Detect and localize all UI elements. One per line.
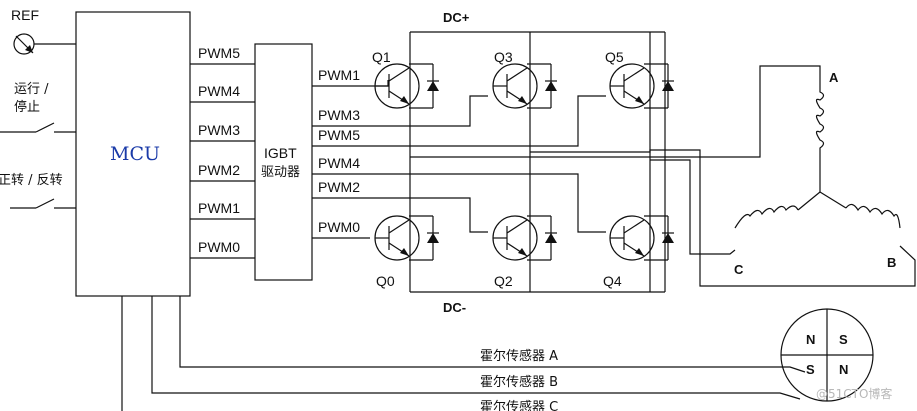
drv-out-pwm5: PWM5 bbox=[318, 127, 360, 143]
dc-positive-label: DC+ bbox=[443, 10, 470, 25]
q2-label: Q2 bbox=[494, 273, 513, 289]
phase-c-label: C bbox=[734, 262, 744, 277]
rotor-pole-1: N bbox=[806, 332, 815, 347]
dc-negative-label: DC- bbox=[443, 300, 466, 315]
mcu-out-pwm0: PWM0 bbox=[198, 239, 240, 255]
run-stop-label-1: 运行 / bbox=[14, 82, 49, 97]
drv-out-pwm0: PWM0 bbox=[318, 219, 360, 235]
direction-label: 正转 / 反转 bbox=[0, 173, 63, 188]
mcu-out-pwm3: PWM3 bbox=[198, 122, 240, 138]
q2-transistor: Q2 bbox=[492, 215, 557, 289]
hall-lines bbox=[121, 296, 806, 411]
driver-output-lines bbox=[312, 80, 606, 239]
mcu-block bbox=[75, 11, 191, 297]
q5-label: Q5 bbox=[605, 49, 624, 65]
q1-transistor: Q1 bbox=[372, 49, 439, 109]
q0-transistor: Q0 bbox=[374, 215, 439, 289]
mcu-out-pwm1: PWM1 bbox=[198, 200, 240, 216]
q3-label: Q3 bbox=[494, 49, 513, 65]
igbt-driver-block bbox=[254, 43, 313, 281]
driver-label-2: 驱动器 bbox=[261, 165, 300, 180]
mcu-pwm-lines bbox=[190, 63, 255, 259]
hall-sensor-c-label: 霍尔传感器 C bbox=[480, 399, 558, 411]
q4-label: Q4 bbox=[603, 273, 622, 289]
q0-label: Q0 bbox=[376, 273, 395, 289]
mcu-out-pwm5: PWM5 bbox=[198, 45, 240, 61]
run-stop-label-2: 停止 bbox=[14, 99, 40, 115]
run-stop-switch bbox=[0, 122, 76, 133]
q3-transistor: Q3 bbox=[492, 49, 557, 109]
drv-out-pwm1: PWM1 bbox=[318, 67, 360, 83]
drv-out-pwm2: PWM2 bbox=[318, 179, 360, 195]
driver-label-1: IGBT bbox=[264, 145, 297, 161]
rotor-pole-2: S bbox=[839, 332, 848, 347]
phase-lines bbox=[410, 65, 916, 287]
mcu-label: MCU bbox=[110, 143, 160, 165]
ref-label: REF bbox=[11, 7, 39, 23]
q4-transistor: Q4 bbox=[603, 215, 674, 289]
rotor bbox=[780, 308, 874, 402]
watermark: @51CTO博客 bbox=[816, 386, 892, 401]
drv-out-pwm4: PWM4 bbox=[318, 155, 360, 171]
mcu-out-pwm2: PWM2 bbox=[198, 162, 240, 178]
potentiometer-icon bbox=[13, 33, 35, 55]
hall-sensor-b-label: 霍尔传感器 B bbox=[480, 374, 558, 390]
motor-windings bbox=[734, 80, 901, 229]
phase-b-label: B bbox=[887, 255, 896, 270]
hall-sensor-a-label: 霍尔传感器 A bbox=[480, 348, 558, 364]
phase-a-label: A bbox=[829, 70, 839, 85]
q5-transistor: Q5 bbox=[605, 49, 674, 109]
drv-out-pwm3: PWM3 bbox=[318, 107, 360, 123]
mcu-out-pwm4: PWM4 bbox=[198, 83, 240, 99]
rotor-pole-3: S bbox=[806, 362, 815, 377]
direction-switch bbox=[10, 198, 76, 209]
q1-label: Q1 bbox=[372, 49, 391, 65]
rotor-pole-4: N bbox=[839, 362, 848, 377]
